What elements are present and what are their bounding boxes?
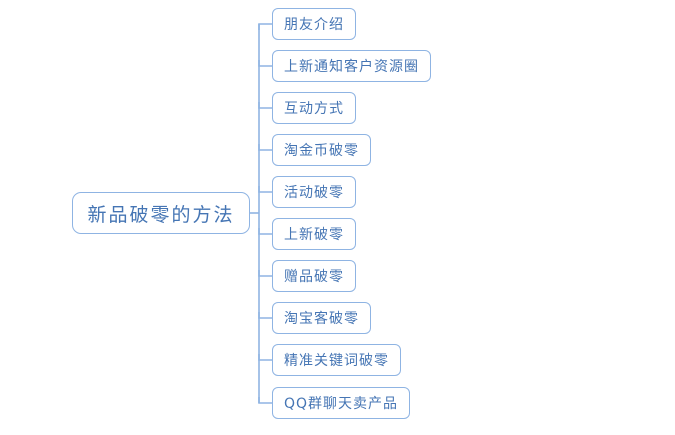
child-node-label: 精准关键词破零 xyxy=(284,353,389,369)
root-node-label: 新品破零的方法 xyxy=(87,203,235,226)
branch-line-7 xyxy=(258,270,272,277)
child-node-label: 赠品破零 xyxy=(284,269,344,285)
child-node-6[interactable]: 上新破零 xyxy=(272,218,356,250)
branch-line-3 xyxy=(258,102,272,109)
child-node-9[interactable]: 精准关键词破零 xyxy=(272,344,401,376)
branch-line-5 xyxy=(258,186,272,193)
branch-line-4 xyxy=(258,144,272,151)
child-node-3[interactable]: 互动方式 xyxy=(272,92,356,124)
child-node-4[interactable]: 淘金币破零 xyxy=(272,134,371,166)
root-node[interactable]: 新品破零的方法 xyxy=(72,192,250,234)
child-node-8[interactable]: 淘宝客破零 xyxy=(272,302,371,334)
child-node-1[interactable]: 朋友介绍 xyxy=(272,8,356,40)
child-node-label: 淘金币破零 xyxy=(284,143,359,159)
child-node-label: 互动方式 xyxy=(284,101,344,117)
child-node-5[interactable]: 活动破零 xyxy=(272,176,356,208)
branch-line-1 xyxy=(258,23,272,30)
child-node-10[interactable]: QQ群聊天卖产品 xyxy=(272,387,411,419)
child-node-label: QQ群聊天卖产品 xyxy=(284,396,399,412)
child-node-label: 朋友介绍 xyxy=(284,17,344,33)
child-node-label: 淘宝客破零 xyxy=(284,311,359,327)
branch-line-6 xyxy=(258,228,272,235)
child-node-7[interactable]: 赠品破零 xyxy=(272,260,356,292)
child-node-label: 上新通知客户资源圈 xyxy=(284,59,419,75)
branch-line-9 xyxy=(258,354,272,361)
branch-line-10 xyxy=(258,397,272,404)
child-node-label: 上新破零 xyxy=(284,227,344,243)
child-node-label: 活动破零 xyxy=(284,185,344,201)
branch-line-2 xyxy=(258,60,272,67)
child-node-2[interactable]: 上新通知客户资源圈 xyxy=(272,50,431,82)
branch-line-8 xyxy=(258,312,272,319)
